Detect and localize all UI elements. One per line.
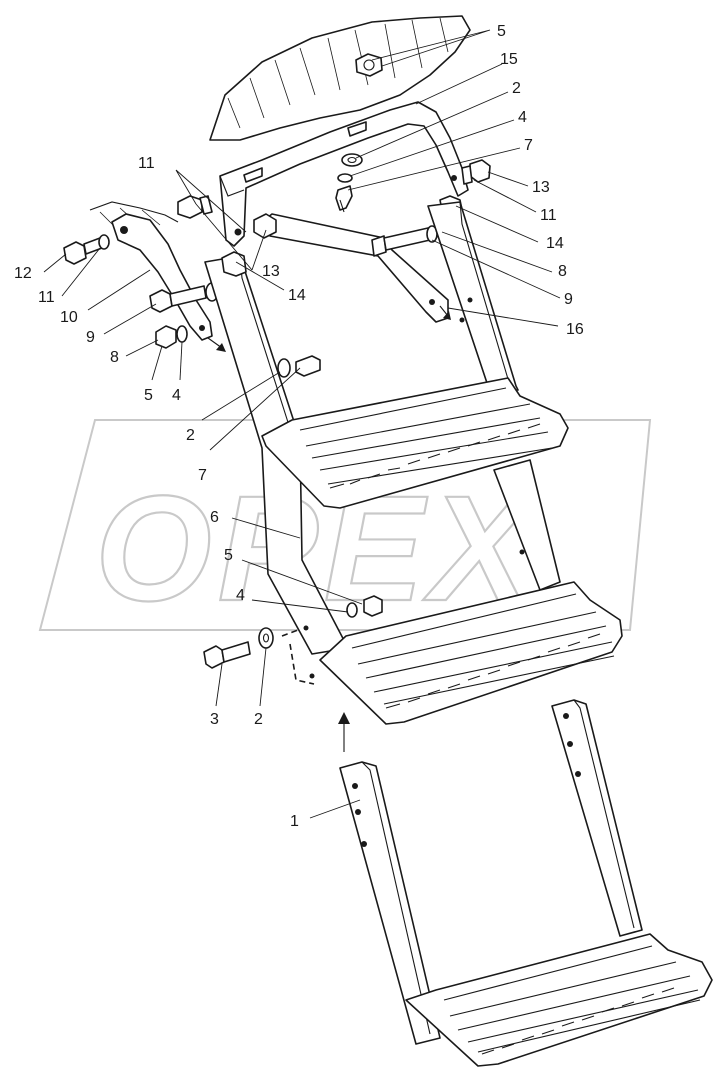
bolt-top	[335, 185, 353, 213]
assembly-arrows	[207, 305, 451, 752]
callout-15: 15	[500, 51, 518, 68]
callout-13-right: 13	[532, 179, 550, 196]
callout-7-mid: 7	[198, 467, 207, 484]
callout-3: 3	[210, 711, 219, 728]
upper-ladder-frame	[204, 201, 623, 725]
bolt-bottom	[203, 641, 251, 669]
callout-5-mid: 5	[224, 547, 233, 564]
callout-2-bottom: 2	[254, 711, 263, 728]
callout-13-left: 13	[262, 263, 280, 280]
bolt-left	[63, 234, 110, 265]
upper-bracket	[219, 101, 469, 247]
callout-9-left: 9	[86, 329, 95, 346]
bolt-mid	[295, 355, 321, 377]
nut-left	[155, 325, 188, 349]
callout-2-mid: 2	[186, 427, 195, 444]
washer-bottom	[258, 627, 274, 649]
extension-ladder	[339, 699, 713, 1067]
nut-left-upper	[177, 195, 213, 219]
bolt-left-upper	[253, 213, 277, 239]
vehicle-body-panel	[89, 15, 471, 231]
callout-11-left: 11	[38, 289, 55, 306]
callout-10: 10	[60, 309, 78, 326]
callout-12: 12	[14, 265, 32, 282]
washer-mid	[277, 358, 291, 378]
alignment-dashed-line	[281, 629, 315, 685]
callout-4-top: 4	[518, 109, 527, 126]
callout-14-left: 14	[288, 287, 306, 304]
callout-8-left: 8	[110, 349, 119, 366]
callout-8-right: 8	[558, 263, 567, 280]
callout-11-top-left: 11	[138, 155, 155, 172]
callout-1: 1	[290, 813, 299, 830]
callout-2-top: 2	[512, 80, 521, 97]
callout-5-top: 5	[497, 23, 506, 40]
callout-4-left: 4	[172, 387, 181, 404]
callout-14-right: 14	[546, 235, 564, 252]
callout-labels: 5 15 2 4 7 13 11 14 8 9 16 11 13 14 12 1…	[14, 23, 584, 830]
callout-5-left: 5	[144, 387, 153, 404]
callout-16: 16	[566, 321, 584, 338]
side-bracket	[111, 213, 213, 341]
leader-lines	[43, 29, 561, 819]
callout-11-right: 11	[540, 207, 557, 224]
nut-right	[461, 159, 491, 185]
nut-top	[355, 53, 383, 77]
washer-top	[341, 153, 363, 167]
callout-9-right: 9	[564, 291, 573, 308]
callout-4-mid: 4	[236, 587, 245, 604]
nut-mid	[346, 595, 383, 618]
lock-washer-top	[337, 173, 353, 183]
callout-6: 6	[210, 509, 219, 526]
callout-7-top: 7	[524, 137, 533, 154]
